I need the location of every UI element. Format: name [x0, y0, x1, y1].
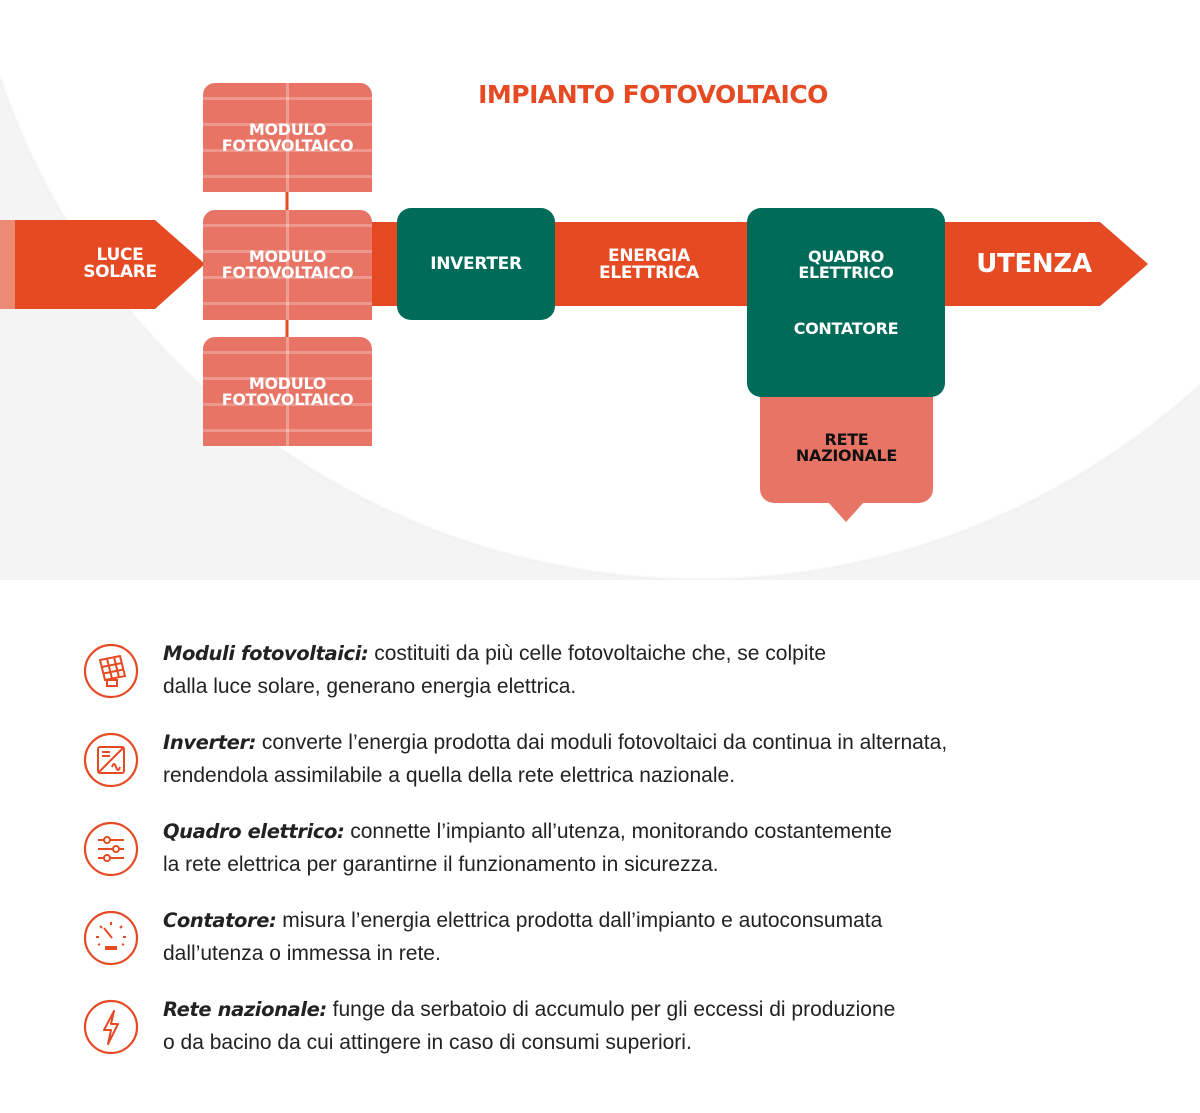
legend-term: Inverter: [163, 731, 257, 754]
luce-solare-arrow [0, 220, 205, 309]
gauge-icon [83, 910, 139, 966]
lightning-icon [83, 999, 139, 1055]
utenza-arrow [940, 222, 1148, 306]
lower-background [0, 580, 1200, 1113]
diagram-title: IMPIANTO FOTOVOLTAICO [478, 80, 828, 109]
legend-item-rete: Rete nazionale: funge da serbatoio di ac… [80, 998, 1180, 1069]
legend-term: Quadro elettrico: [163, 820, 345, 843]
legend-term: Moduli fotovoltaici: [163, 642, 369, 665]
sliders-icon [83, 821, 139, 877]
legend-text: funge da serbatoio di accumulo per gli e… [326, 998, 896, 1021]
solar-panel-icon [83, 643, 139, 699]
rete-pointer [828, 502, 864, 522]
luce-solare-strip [0, 220, 15, 309]
legend-text: dall’utenza o immessa in rete. [163, 942, 441, 965]
inverter-icon [83, 732, 139, 788]
legend-text: dalla luce solare, generano energia elet… [163, 675, 577, 698]
legend-text: converte l’energia prodotta dai moduli f… [256, 731, 948, 754]
legend-text: rendendola assimilabile a quella della r… [163, 764, 736, 787]
legend-item-quadro: Quadro elettrico: connette l’impianto al… [80, 820, 1180, 891]
contatore-label: CONTATORE [793, 319, 899, 338]
utenza-label: UTENZA [976, 249, 1092, 279]
legend-item-moduli: Moduli fotovoltaici: costituiti da più c… [80, 642, 1180, 713]
legend-text: connette l’impianto all’utenza, monitora… [344, 820, 892, 843]
legend-item-contatore: Contatore: misura l’energia elettrica pr… [80, 909, 1180, 980]
legend-term: Contatore: [163, 909, 277, 932]
inverter-box: INVERTER [397, 208, 555, 320]
legend-text: la rete elettrica per garantirne il funz… [163, 853, 719, 876]
inverter-label: INVERTER [430, 253, 522, 274]
legend-text: costituiti da più celle fotovoltaiche ch… [368, 642, 826, 665]
legend-text: o da bacino da cui attingere in caso di … [163, 1031, 692, 1054]
legend-term: Rete nazionale: [163, 998, 327, 1021]
legend-text: misura l’energia elettrica prodotta dall… [276, 909, 883, 932]
legend-item-inverter: Inverter: converte l’energia prodotta da… [80, 731, 1180, 802]
